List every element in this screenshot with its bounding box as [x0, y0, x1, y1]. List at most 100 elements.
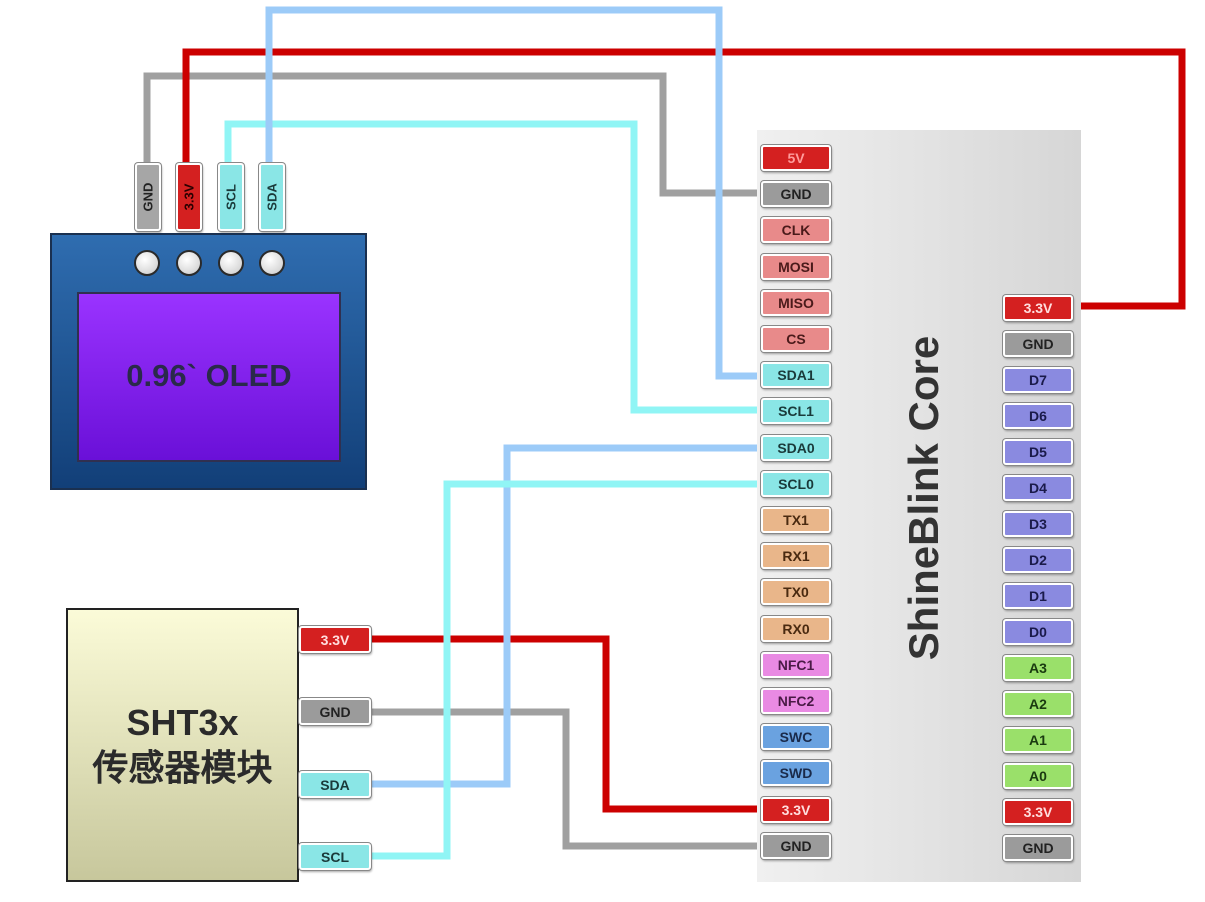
wire-sht-gnd	[371, 708, 761, 850]
board-pin-d1-8: D1	[1003, 583, 1073, 609]
board-pin-gnd-15: GND	[1003, 835, 1073, 861]
board-pin-sda0-8: SDA0	[761, 434, 831, 461]
pin-label: GND	[780, 186, 812, 203]
oled-mount-hole	[259, 250, 285, 276]
pin-label: SWC	[779, 729, 813, 746]
board-pin-a1-12: A1	[1003, 727, 1073, 753]
sht3x-pin-scl-3: SCL	[299, 843, 371, 870]
board-pin-d3-6: D3	[1003, 511, 1073, 537]
oled-mount-hole	[218, 250, 244, 276]
wire-oled-3v3	[182, 48, 1186, 310]
pin-label: D5	[1029, 444, 1047, 460]
board-pin-gnd-1: GND	[1003, 331, 1073, 357]
board-pin-sda1-6: SDA1	[761, 362, 831, 389]
oled-module: 0.96` OLED	[50, 233, 367, 490]
board-pin-33v-0: 3.3V	[1003, 295, 1073, 321]
pin-label: GND	[140, 182, 156, 212]
board-pin-5v-0: 5V	[761, 145, 831, 171]
pin-label: D1	[1029, 588, 1047, 604]
pin-label: CS	[786, 331, 806, 347]
pin-label: SCL1	[778, 403, 814, 420]
pin-label: A1	[1029, 732, 1047, 748]
oled-pin-scl-2: SCL	[218, 163, 244, 231]
board-pin-miso-4: MISO	[761, 289, 831, 316]
pin-label: TX1	[783, 512, 809, 528]
board-pin-scl0-9: SCL0	[761, 470, 831, 497]
board-pin-gnd-1: GND	[761, 181, 831, 208]
pin-label: D6	[1029, 408, 1047, 424]
sht3x-pin-33v-0: 3.3V	[299, 626, 371, 653]
pin-label: 5V	[787, 150, 805, 166]
pin-label: SDA	[320, 776, 350, 793]
wire-sht-scl	[371, 480, 761, 860]
board-pin-a2-11: A2	[1003, 691, 1073, 717]
board-pin-33v-14: 3.3V	[1003, 799, 1073, 825]
pin-label: 3.3V	[1023, 300, 1053, 316]
pin-label: SDA0	[777, 439, 815, 456]
pin-label: D7	[1029, 372, 1047, 388]
sht3x-subtitle: 传感器模块	[92, 747, 273, 788]
board-name: ShineBlink Core	[900, 335, 947, 661]
board-pin-nfc1-14: NFC1	[761, 651, 831, 678]
board-pin-d5-4: D5	[1003, 439, 1073, 465]
wire-oled-gnd	[143, 72, 761, 197]
sht3x-pin-sda-2: SDA	[299, 771, 371, 798]
pin-label: GND	[1022, 336, 1054, 352]
board-pin-nfc2-15: NFC2	[761, 688, 831, 714]
board-pin-tx1-10: TX1	[761, 507, 831, 533]
board-pin-gnd-19: GND	[761, 832, 831, 859]
sht3x-module: SHT3x 传感器模块	[66, 608, 299, 882]
oled-pin-33v-1: 3.3V	[176, 163, 202, 231]
board-pin-rx1-11: RX1	[761, 543, 831, 570]
pin-label: NFC2	[777, 693, 815, 709]
pin-label: D2	[1029, 552, 1047, 568]
pin-label: D3	[1029, 516, 1047, 532]
oled-label: 0.96` OLED	[126, 358, 292, 393]
board-pin-rx0-13: RX0	[761, 615, 831, 642]
wire-oled-sda	[265, 6, 761, 380]
pin-label: 3.3V	[320, 631, 350, 648]
pin-label: SCL	[223, 184, 239, 210]
pin-label: RX0	[782, 620, 810, 637]
pin-label: SCL	[321, 848, 349, 865]
board-pin-d6-3: D6	[1003, 403, 1073, 429]
pin-label: SWD	[779, 765, 813, 782]
board-pin-swc-16: SWC	[761, 724, 831, 751]
wire-sht-sda	[371, 444, 761, 788]
pin-label: MISO	[778, 294, 814, 311]
board-pin-a0-13: A0	[1003, 763, 1073, 789]
board-pin-33v-18: 3.3V	[761, 796, 831, 823]
sht3x-title: SHT3x	[126, 702, 239, 743]
pin-label: TX0	[783, 584, 809, 601]
pin-label: GND	[319, 703, 351, 720]
pin-label: 3.3V	[781, 801, 811, 818]
board-pin-d0-9: D0	[1003, 619, 1073, 645]
pin-label: A2	[1029, 696, 1047, 712]
board-pin-swd-17: SWD	[761, 760, 831, 787]
pin-label: NFC1	[777, 656, 815, 673]
oled-screen: 0.96` OLED	[77, 292, 341, 462]
pin-label: D4	[1029, 480, 1047, 496]
board-pin-d2-7: D2	[1003, 547, 1073, 573]
pin-label: GND	[780, 837, 812, 854]
pin-label: D0	[1029, 624, 1047, 640]
pin-label: 3.3V	[181, 183, 197, 211]
pin-label: MOSI	[778, 258, 814, 275]
board-pin-a3-10: A3	[1003, 655, 1073, 681]
pin-label: RX1	[782, 548, 810, 565]
board-pin-clk-2: CLK	[761, 217, 831, 244]
board-pin-mosi-3: MOSI	[761, 253, 831, 280]
board-pin-d4-5: D4	[1003, 475, 1073, 501]
pin-label: A0	[1029, 768, 1047, 784]
pin-label: GND	[1022, 840, 1054, 856]
pin-label: SDA1	[777, 367, 815, 384]
pin-label: A3	[1029, 660, 1047, 676]
pin-label: SDA	[264, 183, 280, 211]
sht3x-pin-gnd-1: GND	[299, 698, 371, 725]
oled-pin-gnd-0: GND	[135, 163, 161, 231]
pin-label: SCL0	[778, 475, 814, 492]
board-pin-scl1-7: SCL1	[761, 398, 831, 425]
oled-pin-sda-3: SDA	[259, 163, 285, 231]
board-pin-d7-2: D7	[1003, 367, 1073, 393]
